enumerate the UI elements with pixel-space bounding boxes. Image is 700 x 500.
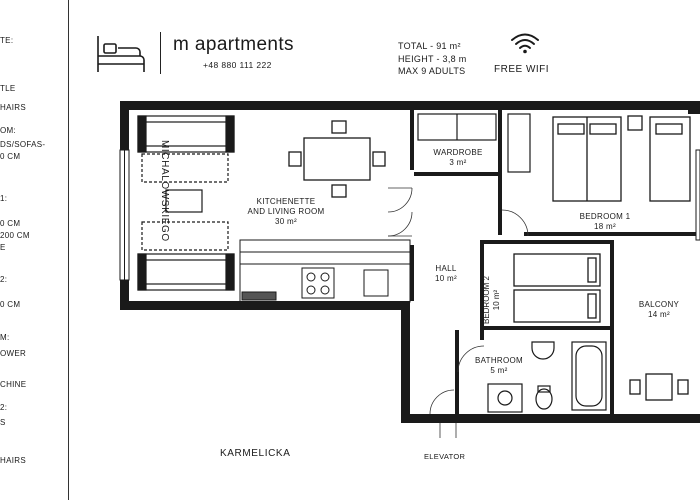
legend-line: 0 CM — [0, 300, 21, 309]
room-area: 18 m² — [594, 222, 616, 231]
kitchen-counter — [239, 239, 411, 303]
room-label-kitchenette: KITCHENETTE AND LIVING ROOM 30 m² — [232, 197, 340, 227]
legend-line: OWER — [0, 349, 27, 358]
room-name: BATHROOM — [474, 356, 524, 365]
stat-total: TOTAL - 91 m² — [398, 41, 461, 51]
room-label-bathroom: BATHROOM 5 m² — [466, 356, 532, 376]
room-label-hall: HALL 10 m² — [426, 264, 466, 284]
room-area: 10 m² — [435, 274, 457, 283]
brand-name: m apartments — [173, 34, 294, 55]
legend-line: E — [0, 243, 6, 252]
door-swings — [387, 187, 529, 438]
room-label-bedroom1: BEDROOM 1 18 m² — [568, 212, 642, 232]
wardrobe-closets — [417, 113, 531, 173]
legend-line: 200 CM — [0, 231, 30, 240]
wifi-label: FREE WIFI — [494, 64, 550, 75]
street-label-michalowskiego: MICHALOWSKIEGO — [159, 140, 170, 242]
room-name: KITCHENETTE — [256, 197, 316, 206]
dining-table — [288, 120, 386, 198]
room-area: 5 m² — [490, 366, 508, 375]
folding-bed-top — [141, 153, 229, 183]
room-area: 30 m² — [275, 217, 297, 226]
elevator-label: ELEVATOR — [424, 452, 466, 461]
coffee-table — [165, 189, 203, 213]
room-area: 14 m² — [648, 310, 670, 319]
legend-line: 1: — [0, 194, 8, 203]
room-area: 10 m² — [492, 289, 501, 311]
legend-sidebar: TE: TLE HAIRS OM: DS/SOFAS- 0 CM 1: 0 CM… — [0, 0, 69, 500]
legend-line: CHINE — [0, 380, 27, 389]
legend-line: DS/SOFAS- — [0, 140, 46, 149]
apartment-stats: TOTAL - 91 m² HEIGHT - 3,8 m MAX 9 ADULT… — [398, 40, 467, 78]
room-name: BEDROOM 2 — [482, 276, 491, 325]
room-name: BALCONY — [638, 300, 680, 309]
legend-line: OM: — [0, 126, 17, 135]
room-area: 3 m² — [449, 158, 467, 167]
room-name: BEDROOM 1 — [579, 212, 631, 221]
room-name: WARDROBE — [433, 148, 483, 157]
room-label-bedroom2: BEDROOM 2 10 m² — [482, 270, 502, 330]
folding-bed-bottom — [141, 221, 229, 251]
stat-capacity: MAX 9 ADULTS — [398, 66, 466, 76]
legend-line: 2: — [0, 403, 8, 412]
legend-line: 2: — [0, 275, 8, 284]
legend-line: S — [0, 418, 6, 427]
legend-line: TE: — [0, 36, 14, 45]
room-name: AND LIVING ROOM — [247, 207, 325, 216]
wifi-icon — [511, 33, 539, 54]
room-name: HALL — [435, 264, 457, 273]
street-label-karmelicka: KARMELICKA — [220, 448, 291, 459]
sofa-bed-bottom — [137, 253, 235, 291]
bed-icon — [97, 36, 145, 72]
logo-divider — [160, 32, 161, 74]
bedroom1-beds — [552, 115, 691, 202]
legend-line: HAIRS — [0, 456, 26, 465]
room-label-wardrobe: WARDROBE 3 m² — [420, 148, 496, 168]
stat-height: HEIGHT - 3,8 m — [398, 53, 467, 64]
room-label-balcony: BALCONY 14 m² — [626, 300, 692, 320]
sofa-bed-top — [137, 115, 235, 153]
legend-line: 0 CM — [0, 152, 21, 161]
balcony-furniture — [629, 373, 689, 401]
legend-line: M: — [0, 333, 10, 342]
legend-line: 0 CM — [0, 219, 21, 228]
legend-line: HAIRS — [0, 103, 26, 112]
bedroom2-beds — [513, 253, 601, 323]
windows — [119, 149, 700, 281]
legend-line: TLE — [0, 84, 16, 93]
interior-walls — [410, 110, 700, 414]
bathroom-fixtures — [487, 341, 607, 413]
phone-number: +48 880 111 222 — [203, 60, 272, 70]
